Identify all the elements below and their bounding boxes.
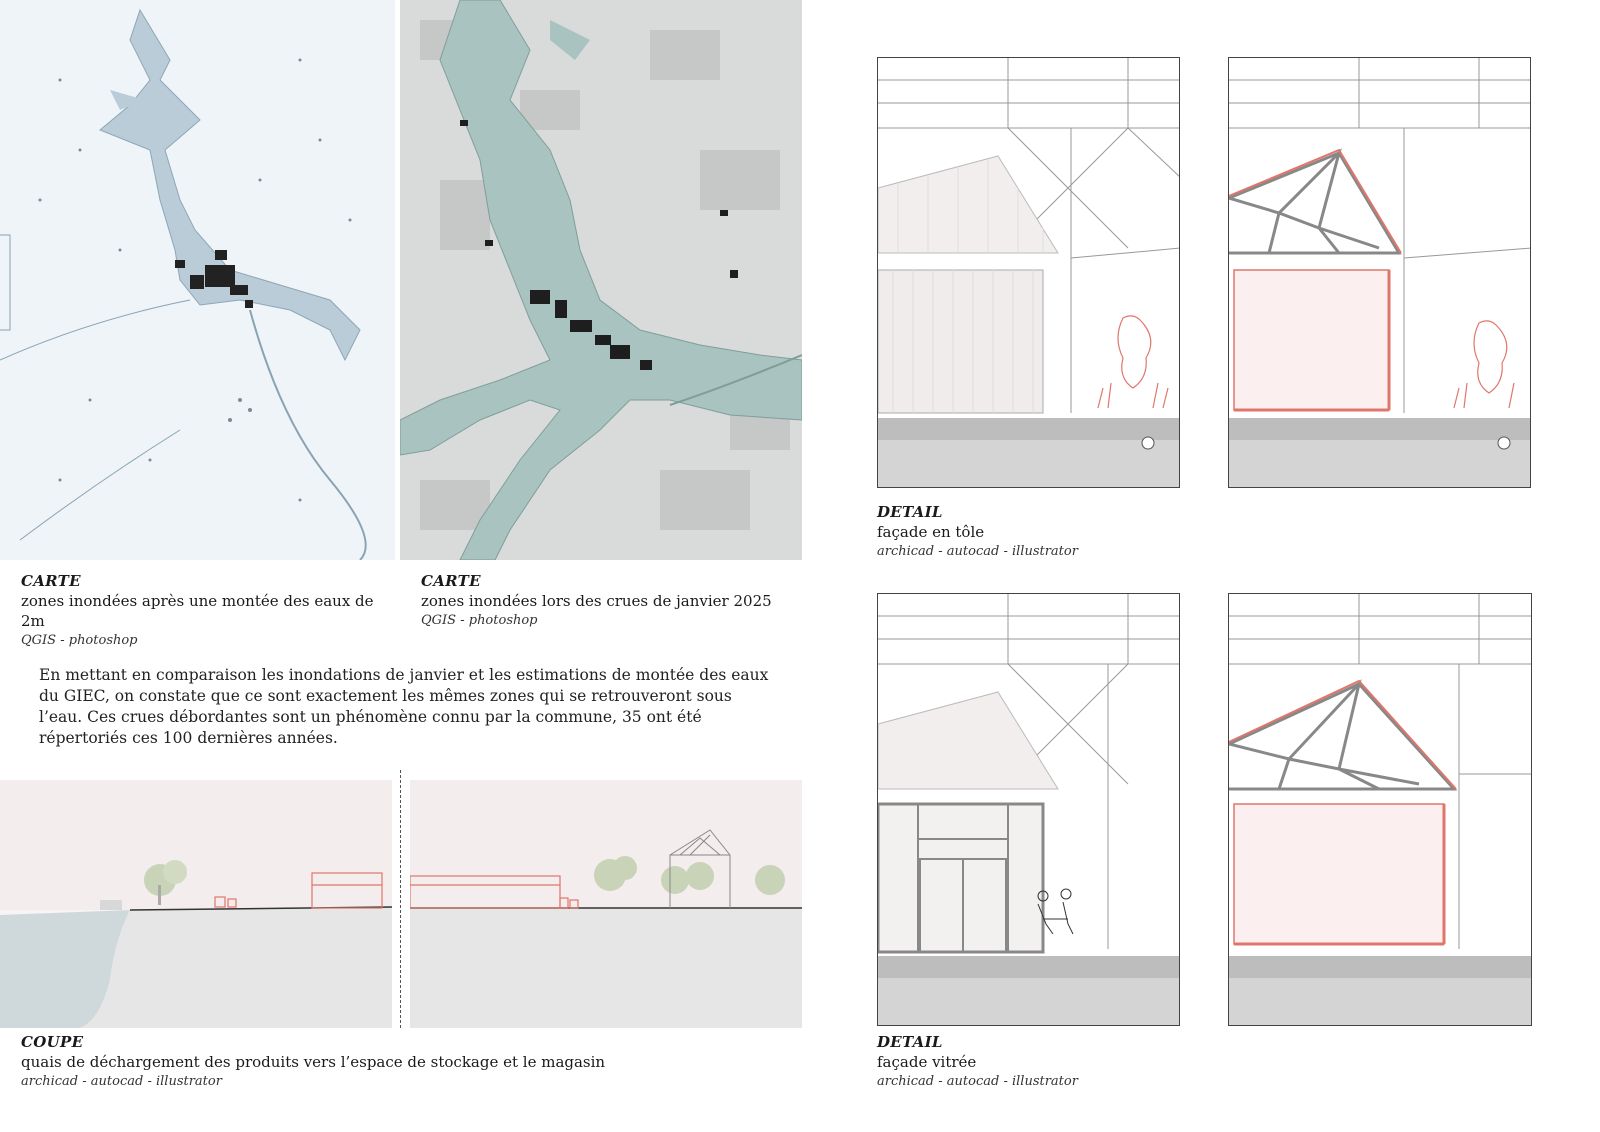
map-left-caption: CARTE zones inondées après une montée de… bbox=[21, 572, 391, 650]
map-right-caption: CARTE zones inondées lors des crues de j… bbox=[421, 572, 791, 630]
detail-top-title: DETAIL bbox=[877, 503, 943, 521]
section-drawing-warehouse bbox=[410, 780, 802, 1028]
comparison-paragraph: En mettant en comparaison les inondation… bbox=[39, 666, 769, 747]
detail-bottom-tools: archicad - autocad - illustrator bbox=[877, 1074, 1078, 1089]
detail-top-description: façade en tôle bbox=[877, 523, 985, 541]
map-left-description: zones inondées après une montée des eaux… bbox=[21, 592, 374, 630]
map-flood-january-2025 bbox=[400, 0, 802, 560]
detail-metal-facade-section bbox=[1228, 57, 1531, 488]
map-left-tools: QGIS - photoshop bbox=[21, 633, 138, 648]
section-tools: archicad - autocad - illustrator bbox=[21, 1074, 222, 1089]
detail-bottom-title: DETAIL bbox=[877, 1033, 943, 1051]
detail-bottom-caption: DETAIL façade vitrée archicad - autocad … bbox=[877, 1033, 1197, 1091]
section-caption: COUPE quais de déchargement des produits… bbox=[21, 1033, 621, 1091]
section-description: quais de déchargement des produits vers … bbox=[21, 1053, 606, 1071]
section-divider bbox=[400, 770, 401, 1028]
detail-bottom-description: façade vitrée bbox=[877, 1053, 977, 1071]
detail-glass-facade-elevation bbox=[877, 593, 1180, 1026]
detail-metal-facade-elevation bbox=[877, 57, 1180, 488]
section-title: COUPE bbox=[21, 1033, 84, 1051]
detail-top-caption: DETAIL façade en tôle archicad - autocad… bbox=[877, 503, 1197, 561]
map-right-tools: QGIS - photoshop bbox=[421, 613, 538, 628]
map-left-title: CARTE bbox=[21, 572, 81, 590]
map-right-title: CARTE bbox=[421, 572, 481, 590]
section-drawing-quay bbox=[0, 780, 392, 1028]
detail-glass-facade-section bbox=[1228, 593, 1532, 1026]
map-right-description: zones inondées lors des crues de janvier… bbox=[421, 592, 772, 610]
detail-top-tools: archicad - autocad - illustrator bbox=[877, 544, 1078, 559]
map-flood-2m bbox=[0, 0, 395, 560]
